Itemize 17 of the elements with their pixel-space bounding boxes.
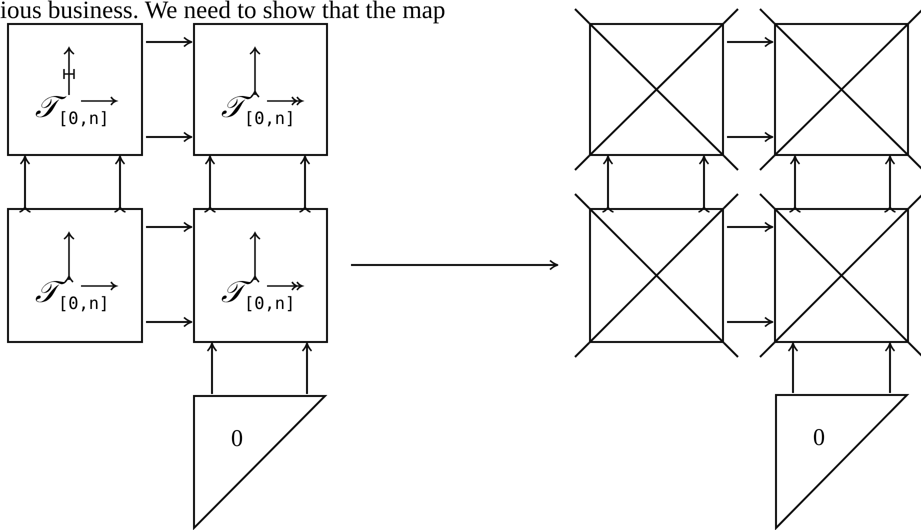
square-box — [193, 23, 328, 156]
square-box — [193, 208, 328, 343]
math-label: 𝒯$_{[0,n]}$ — [35, 278, 110, 313]
square-box — [7, 23, 143, 156]
crossed-box — [589, 208, 724, 343]
crossed-box — [774, 23, 909, 156]
triangle-shape — [193, 395, 326, 529]
zero-label: 0 — [231, 427, 243, 451]
triangle-shape — [775, 394, 908, 529]
math-label: 𝒯$_{[0,n]}$ — [221, 278, 296, 313]
math-label: 𝒯$_{[0,n]}$ — [35, 93, 110, 128]
crossed-box — [774, 208, 909, 343]
crossed-box — [589, 23, 724, 156]
zero-label: 0 — [813, 426, 825, 450]
math-label: 𝒯$_{[0,n]}$ — [221, 93, 296, 128]
square-box — [7, 208, 143, 343]
cut-off-text-line: ious business. We need to show that the map — [0, 0, 446, 23]
